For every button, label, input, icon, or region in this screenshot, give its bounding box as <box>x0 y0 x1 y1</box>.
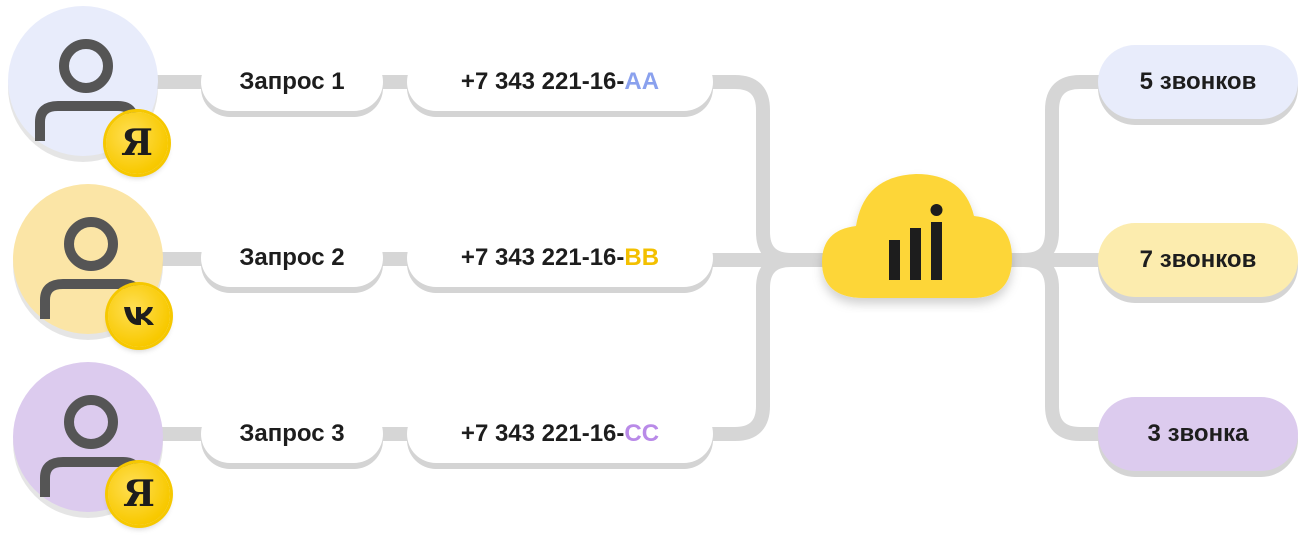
request-pill-1: Запрос 1 <box>201 53 383 111</box>
result-pill-1: 5 звонков <box>1098 45 1298 119</box>
phone-pill-1: +7 343 221-16-АА <box>407 53 713 111</box>
result-pill-2: 7 звонков <box>1098 223 1298 297</box>
request-pill-3: Запрос 3 <box>201 405 383 463</box>
phone-pill-2: +7 343 221-16-ВВ <box>407 229 713 287</box>
phone-suffix: АА <box>624 68 660 95</box>
phone-suffix: ВВ <box>624 244 660 271</box>
result-pill-3: 3 звонка <box>1098 397 1298 471</box>
phone-suffix: СС <box>624 420 660 447</box>
phone-pill-3: +7 343 221-16-СС <box>407 405 713 463</box>
cloud-analytics-icon <box>822 174 1012 298</box>
request-pill-2: Запрос 2 <box>201 229 383 287</box>
vk-icon <box>108 285 170 347</box>
user-avatar-3: Я <box>13 362 170 525</box>
yandex-icon: Я <box>106 112 168 174</box>
user-avatar-1: Я <box>8 6 168 174</box>
yandex-icon: Я <box>108 463 170 525</box>
user-avatar-2 <box>13 184 170 347</box>
